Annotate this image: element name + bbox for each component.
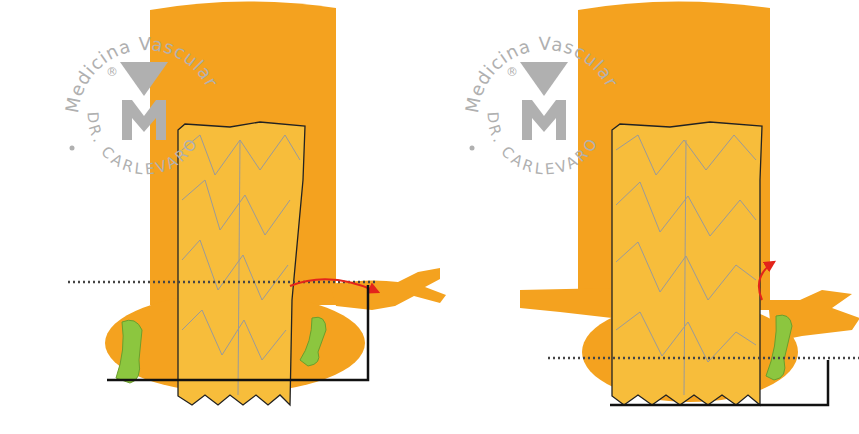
watermark-logo: Medicina Vascular DR. CARLEVARO ® xyxy=(61,33,223,179)
registered-mark: ® xyxy=(506,65,518,79)
svg-text:Medicina Vascular: Medicina Vascular xyxy=(461,33,623,114)
right-vein xyxy=(520,1,859,405)
watermark-logo: Medicina Vascular DR. CARLEVARO ® xyxy=(461,33,623,179)
svg-text:DR. CARLEVARO: DR. CARLEVARO xyxy=(484,111,603,178)
svg-text:DR. CARLEVARO: DR. CARLEVARO xyxy=(84,111,203,178)
svg-text:Medicina Vascular: Medicina Vascular xyxy=(61,33,223,114)
watermark-text: Medicina Vascular xyxy=(61,33,223,114)
left-vein xyxy=(68,1,446,405)
watermark-text: DR. CARLEVARO xyxy=(84,111,203,178)
watermark-text: Medicina Vascular xyxy=(461,33,623,114)
registered-mark: ® xyxy=(106,65,118,79)
watermark-text: DR. CARLEVARO xyxy=(484,111,603,178)
